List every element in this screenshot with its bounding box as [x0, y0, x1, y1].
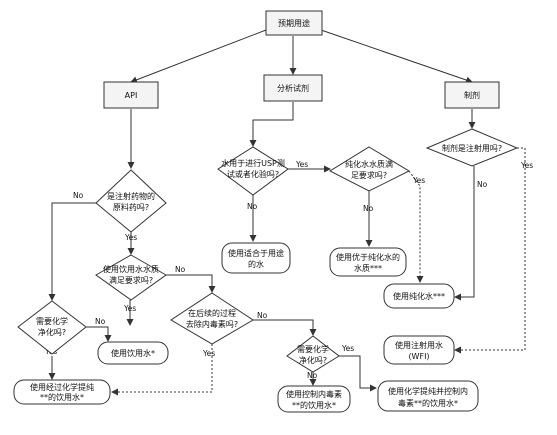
edge-label-yes: Yes	[123, 304, 136, 313]
terminal-purified-water: 使用纯化水***	[383, 283, 455, 309]
edge-label-no: No	[363, 204, 374, 213]
svg-text:**的饮用水*: **的饮用水*	[40, 392, 84, 402]
edge-label-yes: Yes	[295, 160, 308, 169]
node-analytical: 分析试剂	[263, 74, 323, 102]
terminal-wfi: 使用注射用水 (WFI)	[383, 335, 455, 365]
node-analytical-label: 分析试剂	[277, 83, 309, 93]
edge-label-yes: Yes	[202, 349, 215, 358]
edge-label-yes: Yes	[412, 176, 425, 185]
decision-chemical-purification-2: 需要化学 净化吗?	[286, 335, 340, 373]
svg-text:使用饮用水水质: 使用饮用水水质	[103, 264, 159, 274]
decision-usp-testing: 水用于进行USP测 试或者化验吗?	[217, 146, 289, 196]
svg-text:使用化学提纯并控制内: 使用化学提纯并控制内	[388, 386, 468, 396]
decision-purified-water-quality: 纯化水水质满 足要求吗?	[328, 146, 411, 192]
decision-chemical-purification: 需要化学 净化吗?	[17, 300, 87, 355]
svg-text:使用经过化学提纯: 使用经过化学提纯	[30, 382, 94, 392]
edge-label-no: No	[307, 371, 318, 380]
decision-api-raw-material: 是注射药物的 原料药吗?	[95, 169, 167, 233]
decision-drinking-water-quality: 使用饮用水水质 满足要求吗?	[95, 254, 167, 301]
edge-label-no: No	[257, 311, 268, 320]
edge-label-no: No	[247, 202, 258, 211]
svg-text:是注射药物的: 是注射药物的	[107, 191, 155, 201]
svg-text:净化吗?: 净化吗?	[299, 355, 327, 365]
svg-text:毒素**的饮用水*: 毒素**的饮用水*	[398, 398, 458, 408]
decision-injection-formulation: 制剂是注射用吗?	[425, 128, 519, 167]
svg-text:试或者化验吗?: 试或者化验吗?	[227, 169, 279, 179]
svg-text:(WFI): (WFI)	[408, 352, 429, 361]
edge-labels: No Yes No Yes No Yes No Yes No Yes No Ye…	[44, 160, 533, 380]
svg-text:需要化学: 需要化学	[36, 316, 68, 326]
terminal-endotoxin-controlled-water: 使用控制内毒素 **的饮用水*	[277, 385, 351, 413]
svg-text:足要求吗?: 足要求吗?	[351, 170, 387, 180]
node-formulation: 制剂	[444, 81, 500, 109]
edge-label-no: No	[73, 191, 84, 200]
edge-label-no: No	[477, 180, 488, 189]
node-api: API	[103, 81, 159, 109]
edge-label-yes: Yes	[124, 233, 137, 242]
connectors	[48, 29, 526, 396]
svg-text:的水: 的水	[248, 259, 264, 269]
edge-label-yes: Yes	[520, 161, 533, 170]
terminal-drinking-water: 使用饮用水*	[97, 341, 169, 365]
svg-text:去除内毒素吗?: 去除内毒素吗?	[186, 319, 238, 329]
svg-text:制剂是注射用吗?: 制剂是注射用吗?	[442, 143, 502, 153]
node-formulation-label: 制剂	[464, 90, 480, 100]
node-root: 预期用途	[265, 10, 323, 36]
svg-text:使用饮用水*: 使用饮用水*	[111, 348, 155, 358]
edge-label-no: No	[175, 265, 186, 274]
svg-text:使用适合于用途: 使用适合于用途	[228, 248, 284, 258]
svg-text:满足要求吗?: 满足要求吗?	[109, 275, 153, 285]
svg-text:水用于进行USP测: 水用于进行USP测	[221, 158, 285, 168]
decision-endotoxin-removal: 在后续的过程 去除内毒素吗?	[170, 292, 254, 345]
edge-label-yes: Yes	[341, 344, 354, 353]
node-root-label: 预期用途	[278, 18, 310, 28]
svg-text:使用优于纯化水的: 使用优于纯化水的	[336, 252, 400, 262]
svg-text:使用注射用水: 使用注射用水	[395, 340, 443, 350]
svg-text:水质***: 水质***	[354, 263, 382, 273]
terminal-suitable-water: 使用适合于用途 的水	[221, 242, 291, 274]
terminal-better-than-purified: 使用优于纯化水的 水质***	[329, 247, 407, 277]
node-api-label: API	[125, 91, 138, 100]
svg-text:使用纯化水***: 使用纯化水***	[393, 291, 445, 301]
svg-text:需要化学: 需要化学	[297, 344, 329, 354]
edge-label-no: No	[95, 317, 106, 326]
svg-text:净化吗?: 净化吗?	[38, 327, 66, 337]
terminal-chem-endotoxin-water: 使用化学提纯并控制内 毒素**的饮用水*	[377, 380, 479, 412]
terminal-chem-purified-drinking-water: 使用经过化学提纯 **的饮用水*	[13, 379, 111, 405]
svg-text:在后续的过程: 在后续的过程	[188, 308, 236, 318]
svg-text:纯化水水质满: 纯化水水质满	[345, 159, 393, 169]
svg-text:**的饮用水*: **的饮用水*	[292, 400, 336, 410]
svg-text:使用控制内毒素: 使用控制内毒素	[286, 389, 342, 399]
svg-text:原料药吗?: 原料药吗?	[113, 202, 149, 212]
